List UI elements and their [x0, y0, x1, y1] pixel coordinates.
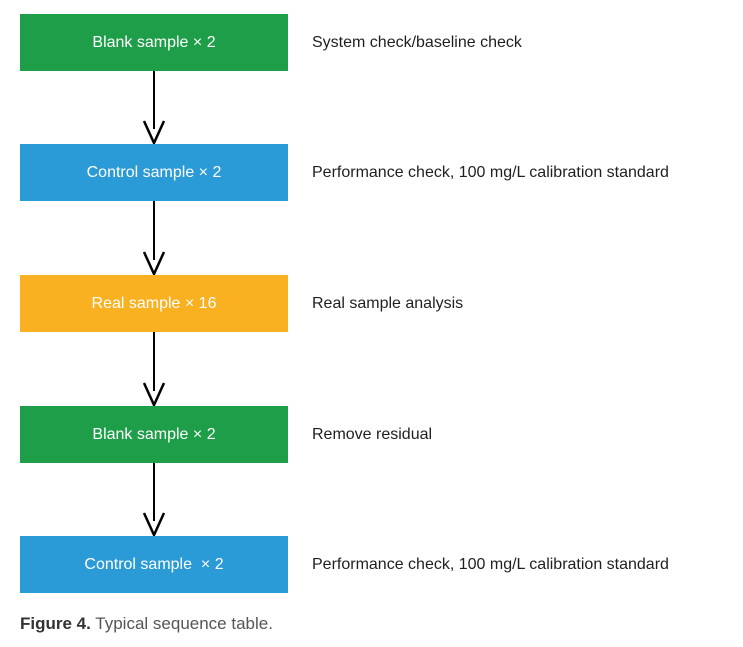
step-description-text: Remove residual [312, 425, 433, 443]
figure-caption-label: Figure 4. [20, 614, 91, 633]
step-box-control-sample-2: Control sample × 2 [20, 536, 288, 593]
step-description: Remove residual [312, 406, 432, 463]
step-description-text: Real sample analysis [312, 294, 464, 312]
step-label: Blank sample × 2 [92, 33, 216, 51]
step-description: Performance check, 100 mg/L calibration … [312, 536, 669, 593]
step-label: Blank sample × 2 [92, 425, 216, 443]
step-label: Control sample × 2 [84, 555, 224, 573]
down-arrow-icon [142, 332, 166, 406]
step-description-text: Performance check, 100 mg/L calibration … [312, 555, 669, 573]
step-box-real-sample: Real sample × 16 [20, 275, 288, 332]
step-box-control-sample-1: Control sample × 2 [20, 144, 288, 201]
step-label: Control sample × 2 [86, 163, 222, 181]
step-description: Performance check, 100 mg/L calibration … [312, 144, 669, 201]
figure-caption-text: Typical sequence table. [90, 614, 273, 633]
down-arrow-icon [142, 71, 166, 144]
step-box-blank-sample-2: Blank sample × 2 [20, 406, 288, 463]
down-arrow-icon [142, 463, 166, 536]
down-arrow-icon [142, 201, 166, 275]
step-description: System check/baseline check [312, 14, 522, 71]
step-description: Real sample analysis [312, 275, 463, 332]
step-description-text: Performance check, 100 mg/L calibration … [312, 163, 669, 181]
step-label: Real sample × 16 [91, 294, 217, 312]
figure-caption: Figure 4. Typical sequence table. [20, 614, 273, 634]
step-box-blank-sample-1: Blank sample × 2 [20, 14, 288, 71]
step-description-text: System check/baseline check [312, 33, 522, 51]
